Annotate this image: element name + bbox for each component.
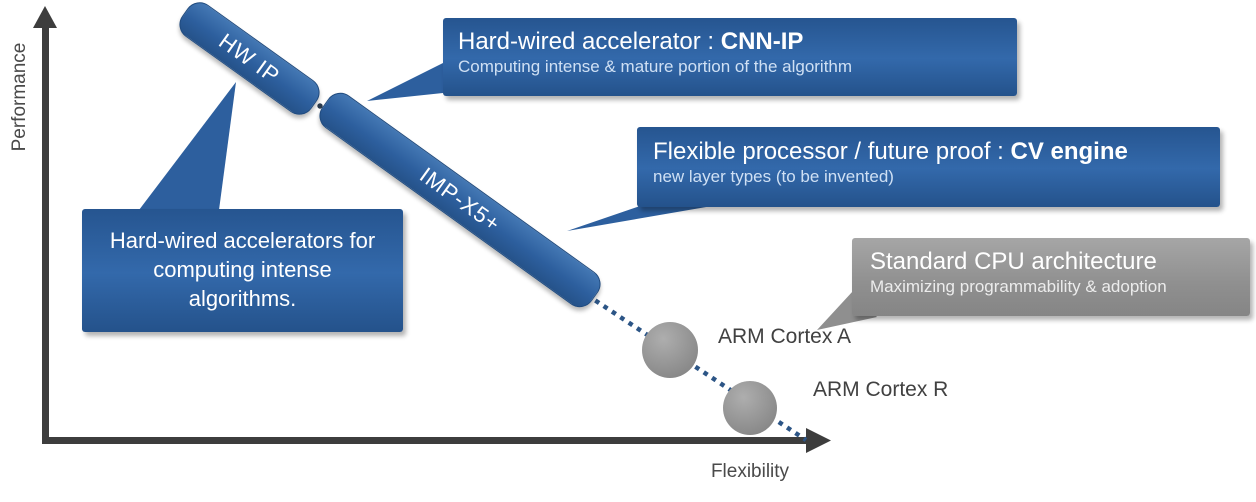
callout-cv-engine: Flexible processor / future proof : CV e… bbox=[637, 127, 1220, 207]
hw-accel-callout-pointer bbox=[139, 82, 236, 210]
x-axis-label: Flexibility bbox=[710, 461, 790, 482]
cpu-label-cortex-r: ARM Cortex R bbox=[813, 378, 949, 401]
callout-standard-cpu: Standard CPU architecture Maximizing pro… bbox=[852, 238, 1250, 316]
callout-cnn-ip-title: Hard-wired accelerator : CNN-IP bbox=[458, 28, 1017, 56]
cpu-point-cortex-r bbox=[723, 381, 777, 435]
cv-engine-callout-pointer bbox=[567, 206, 712, 231]
tradeoff-dotted-line bbox=[585, 293, 808, 442]
callout-cv-engine-title: Flexible processor / future proof : CV e… bbox=[653, 138, 1220, 166]
y-axis-arrow-icon bbox=[33, 6, 57, 28]
callout-cnn-ip-subtitle: Computing intense & mature portion of th… bbox=[458, 56, 853, 76]
cpu-label-cortex-a: ARM Cortex A bbox=[718, 325, 852, 348]
callout-standard-cpu-title: Standard CPU architecture bbox=[870, 248, 1157, 275]
callout-hw-accelerators: Hard-wired accelerators for computing in… bbox=[82, 209, 403, 332]
callout-cv-engine-title-bold: CV engine bbox=[1010, 138, 1128, 165]
y-axis-line bbox=[42, 24, 49, 441]
callout-cv-engine-title-prefix: Flexible processor / future proof : bbox=[653, 138, 1011, 165]
cnn-ip-callout-pointer bbox=[367, 63, 443, 101]
y-axis-label: Performance bbox=[9, 42, 30, 152]
callout-cnn-ip: Hard-wired accelerator : CNN-IP Computin… bbox=[443, 18, 1017, 96]
x-axis-line bbox=[42, 437, 808, 444]
callout-cv-engine-subtitle: new layer types (to be invented) bbox=[653, 166, 894, 186]
x-axis-arrow-icon bbox=[806, 428, 831, 453]
callout-standard-cpu-subtitle: Maximizing programmability & adoption bbox=[870, 276, 1167, 296]
callout-cnn-ip-title-prefix: Hard-wired accelerator : bbox=[458, 28, 721, 55]
callout-cnn-ip-title-bold: CNN-IP bbox=[720, 28, 804, 55]
cpu-point-cortex-a bbox=[642, 322, 698, 378]
